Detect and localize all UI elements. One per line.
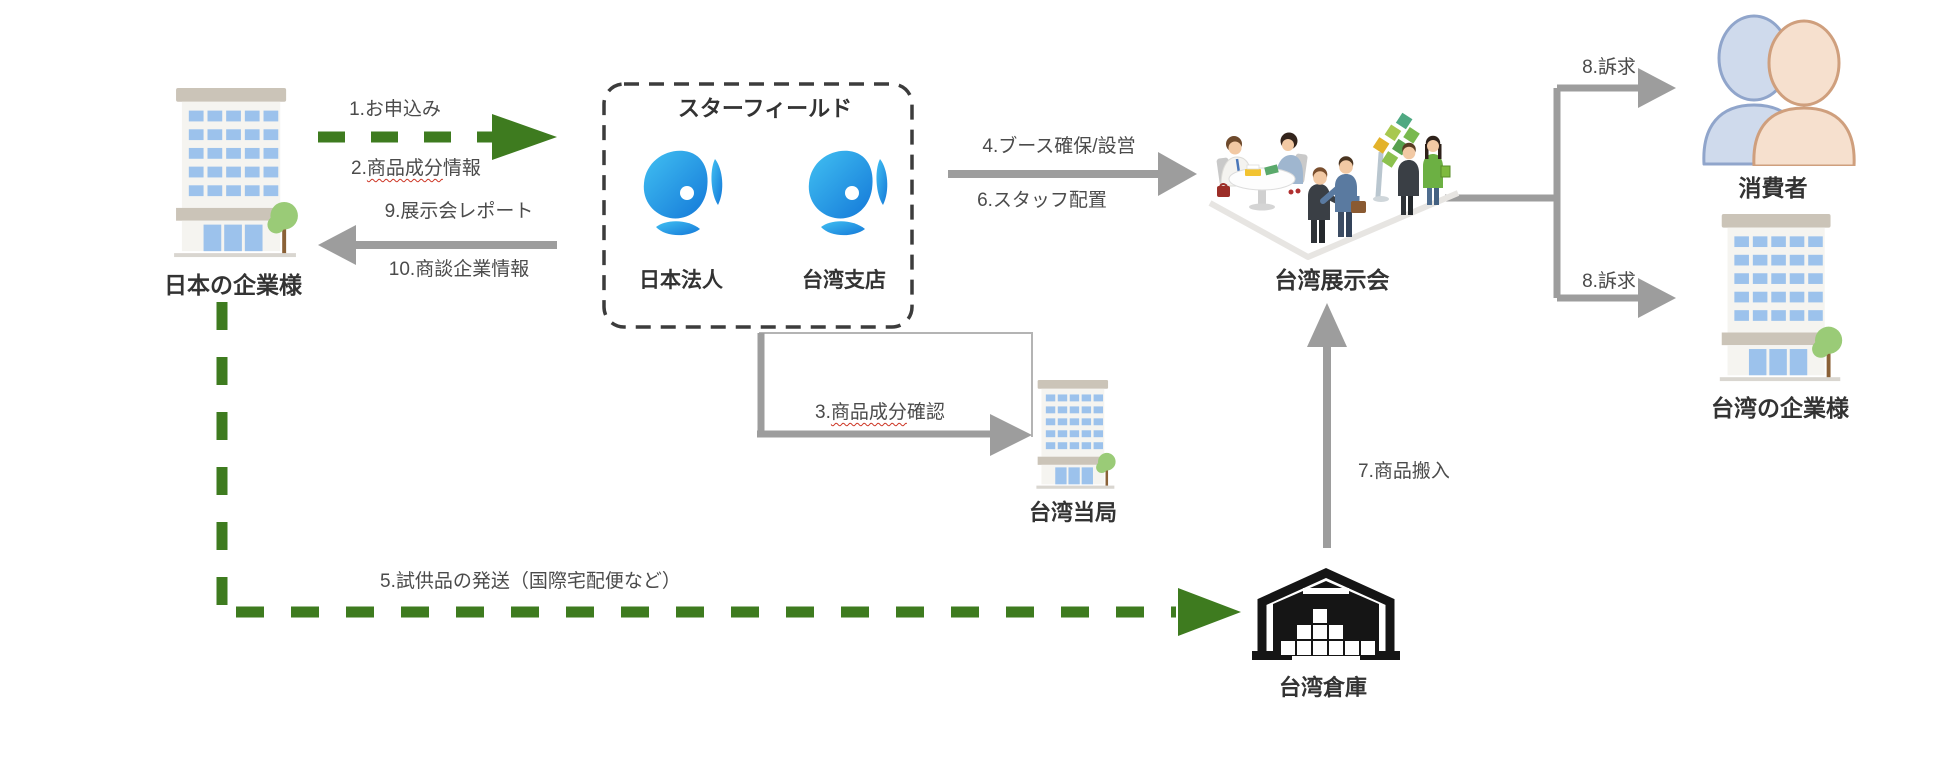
flow-label-carry-in: 7.商品搬入 (1358, 461, 1450, 482)
warehouse-icon (1252, 568, 1400, 660)
flow-label-ingredient-check-suffix: 確認 (906, 402, 945, 423)
flow-label-ingredient-check-prefix: 3. (815, 402, 831, 423)
flow-label-samples: 5.試供品の発送（国際宅配便など） (380, 571, 681, 592)
arrow-booth-gray-right (948, 152, 1197, 196)
flow-label-ingredient-check: 3.商品成分確認 (790, 402, 970, 425)
office-building-icon-taiwan-company (1719, 214, 1843, 382)
flow-label-ingredient-info-prefix: 2. (351, 158, 367, 179)
flow-label-staff: 6.スタッフ配置 (977, 190, 1107, 211)
flow-label-ingredient-check-squiggled: 商品成分 (830, 402, 907, 423)
office-building-icon-japan-company (174, 88, 298, 258)
node-label-japan-company: 日本の企業様 (164, 272, 302, 298)
flow-label-booth: 4.ブース確保/設営 (982, 136, 1136, 157)
exhibition-illustration (1208, 112, 1460, 260)
arrow-carry-in-up (1307, 303, 1347, 548)
flow-label-negotiation: 10.商談企業情報 (388, 259, 530, 280)
arrow-report-gray-left (318, 225, 557, 265)
node-label-taiwan-branch: 台湾支店 (802, 269, 886, 292)
starfield-logo-icon-taiwan (808, 150, 888, 236)
node-label-taiwan-exhibition: 台湾展示会 (1274, 267, 1390, 293)
node-label-taiwan-company: 台湾の企業様 (1711, 395, 1849, 421)
starfield-logo-icon-japan (643, 150, 723, 236)
starfield-group-title: スターフィールド (677, 96, 853, 121)
arrow-ingredient-check (757, 332, 1033, 456)
consumers-icon (1702, 14, 1856, 166)
flow-label-appeal-bottom: 8.訴求 (1582, 271, 1636, 292)
node-label-taiwan-warehouse: 台湾倉庫 (1278, 675, 1367, 700)
office-building-icon-taiwan-authority (1036, 380, 1116, 489)
flow-label-ingredient-info-squiggled: 商品成分 (366, 158, 443, 179)
arrow-samples-green-dashed (216, 302, 1241, 636)
flow-label-apply: 1.お申込み (349, 99, 441, 120)
starfield-group-box (602, 82, 914, 329)
flow-label-ingredient-info-suffix: 情報 (442, 158, 481, 179)
flow-label-appeal-top: 8.訴求 (1582, 57, 1636, 78)
arrow-apply-green-dashed (318, 114, 557, 160)
node-label-consumers: 消費者 (1738, 175, 1808, 201)
flow-label-report: 9.展示会レポート (384, 201, 534, 222)
arrow-appeal-branch (1445, 68, 1676, 318)
flow-label-ingredient-info: 2.商品成分情報 (329, 158, 503, 181)
node-label-taiwan-authority: 台湾当局 (1028, 500, 1117, 525)
node-label-japan-corporation: 日本法人 (639, 269, 723, 292)
